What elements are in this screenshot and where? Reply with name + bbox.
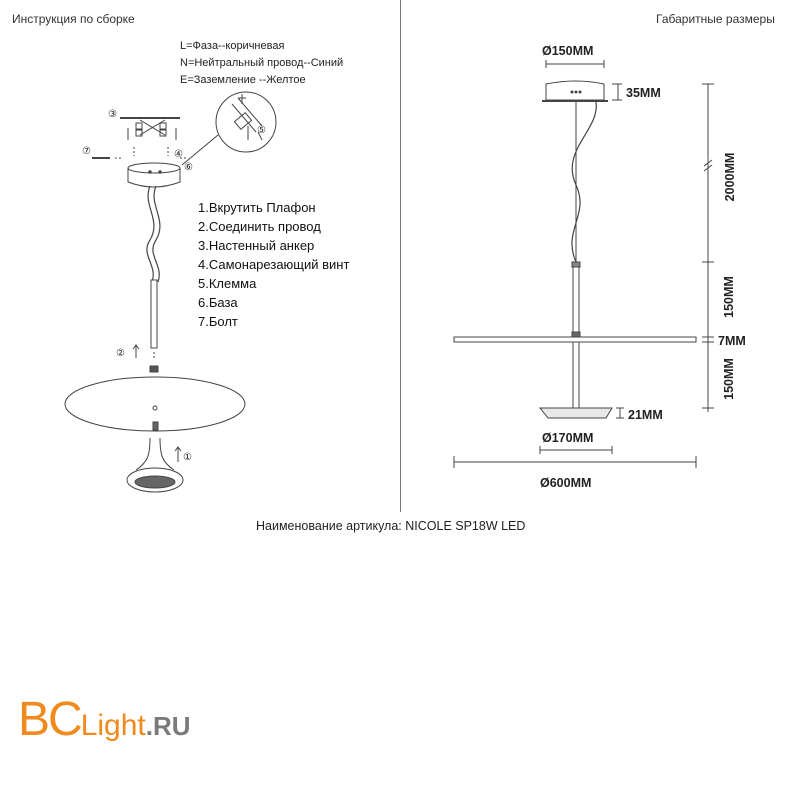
dim-disc-thickness: 7MM: [718, 334, 746, 348]
wiring-earth: E=Заземление --Желтое: [180, 74, 306, 86]
wiring-neutral: N=Нейтральный провод--Синий: [180, 57, 344, 69]
wiring-phase: L=Фаза--коричневая: [180, 40, 285, 52]
step-2: 2.Соединить провод: [198, 219, 321, 234]
ceiling-bracket: [120, 117, 180, 156]
terminal-zoom: [181, 91, 277, 166]
rod: [150, 279, 158, 349]
divider: [400, 0, 401, 512]
callout-6: ⑥: [184, 162, 193, 173]
dimensions-header: Габаритные размеры: [656, 12, 775, 26]
canopy-side: [545, 80, 605, 101]
dim-rod-lower: 150MM: [722, 358, 736, 400]
assembly-drawing: ① ② ③ ④ ⑤ ⑥ ⑦: [64, 91, 277, 493]
callout-3: ③: [108, 109, 117, 120]
step-4: 4.Самонарезающий винт: [198, 257, 350, 272]
disc-side: [453, 336, 697, 343]
callout-4: ④: [174, 149, 183, 160]
bclight-logo: BCLight.RU: [18, 692, 191, 747]
assembly-steps: 1.Вкрутить Плафон 2.Соединить провод 3.Н…: [198, 198, 349, 331]
callout-7: ⑦: [82, 146, 91, 157]
step-7: 7.Болт: [198, 314, 238, 329]
wiring-legend: L=Фаза--коричневая N=Нейтральный провод-…: [180, 38, 343, 89]
shade-side: [538, 407, 613, 419]
callout-2: ②: [116, 348, 125, 359]
dim-canopy-diameter: Ø150MM: [542, 44, 594, 58]
logo-bc: BC: [18, 693, 83, 746]
logo-light: Light: [80, 709, 146, 742]
dim-shade-diameter: Ø170MM: [542, 431, 594, 445]
cable: [146, 185, 155, 283]
dim-rod-upper: 150MM: [722, 276, 736, 318]
power-cable: [571, 101, 597, 263]
article-name: Наименование артикула: NICOLE SP18W LED: [256, 519, 526, 533]
dim-shade-height: 21MM: [628, 408, 663, 422]
callout-5: ⑤: [257, 125, 266, 136]
step-5: 5.Клемма: [198, 276, 257, 291]
logo-ru: .RU: [145, 711, 191, 741]
step-6: 6.База: [198, 295, 238, 310]
dimension-drawing: [453, 60, 714, 468]
callout-1: ①: [183, 452, 192, 463]
dim-disc-diameter: Ø600MM: [540, 476, 592, 490]
assembly-header: Инструкция по сборке: [12, 12, 135, 26]
dim-cable-length: 2000MM: [723, 152, 737, 202]
step-1: 1.Вкрутить Плафон: [198, 200, 316, 215]
step-3: 3.Настенный анкер: [198, 238, 315, 253]
shade: [126, 421, 184, 493]
dim-canopy-height: 35MM: [626, 86, 661, 100]
disc: [64, 376, 246, 432]
canopy: [127, 162, 181, 188]
